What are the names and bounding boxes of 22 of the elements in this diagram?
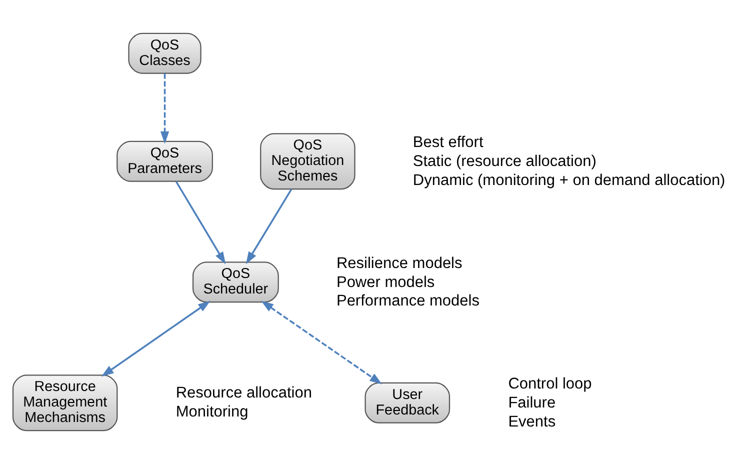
- node-label: Control loop: [508, 376, 592, 393]
- node-box: QoS Classes: [128, 32, 202, 74]
- node-label: Dynamic (monitoring + on demand allocation): [412, 172, 726, 189]
- node-label: Failure: [508, 394, 556, 412]
- node-label: Events: [508, 413, 556, 430]
- node-box: QoS Negotiation Schemes: [260, 133, 356, 190]
- node-box: Resource Management Mechanisms: [12, 374, 118, 432]
- node-label: Resilience models: [336, 254, 462, 272]
- node-box: QoS Scheduler: [192, 262, 279, 303]
- node-label: Best effort: [412, 134, 484, 152]
- arrow: [101, 300, 210, 377]
- arrow: [175, 181, 226, 264]
- node-label: Resource allocation: [176, 384, 312, 402]
- node-label: Static (resource allocation): [412, 153, 596, 170]
- node-label: Monitoring: [176, 403, 248, 420]
- arrow: [246, 188, 292, 264]
- node-label: Performance models: [336, 292, 480, 310]
- arrow: [160, 73, 170, 144]
- node-box: User Feedback: [364, 382, 450, 424]
- arrow: [261, 300, 382, 384]
- node-box: QoS Parameters: [116, 140, 213, 182]
- node-label: Power models: [336, 274, 435, 291]
